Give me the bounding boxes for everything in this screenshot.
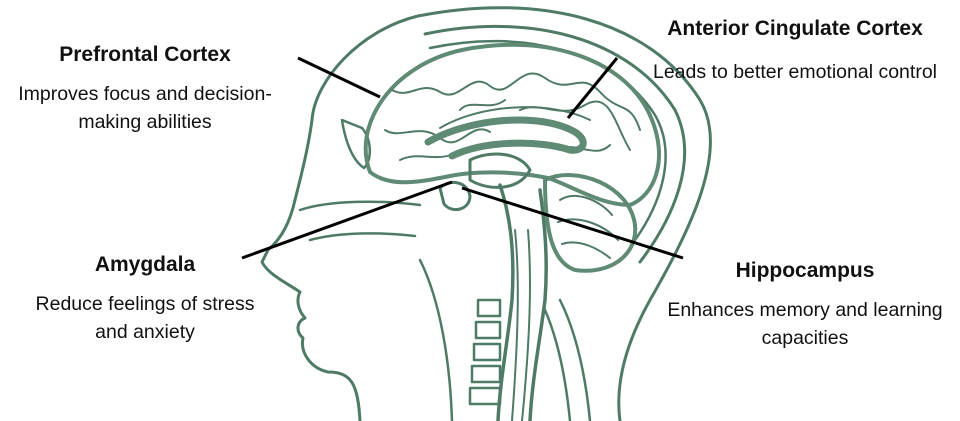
- label-anterior-cingulate-cortex: Anterior Cingulate Cortex Leads to bette…: [630, 16, 960, 86]
- brain-outline: [366, 45, 659, 205]
- corpus-callosum: [428, 120, 583, 156]
- label-hippocampus: Hippocampus Enhances memory and learning…: [660, 258, 950, 352]
- pituitary-region: [440, 182, 470, 209]
- throat: [420, 260, 452, 421]
- neck-back: [545, 300, 590, 421]
- label-title: Amygdala: [30, 252, 260, 278]
- pointer-line-hippocampus: [462, 188, 683, 258]
- label-description: Reduce feelings of stress and anxiety: [30, 290, 260, 346]
- label-amygdala: Amygdala Reduce feelings of stress and a…: [30, 252, 260, 346]
- cervical-vertebrae: [470, 300, 500, 404]
- brainstem: [498, 185, 546, 421]
- label-description: Enhances memory and learning capacities: [660, 296, 950, 352]
- label-description: Leads to better emotional control: [630, 58, 960, 86]
- pointer-line-amygdala: [242, 182, 452, 258]
- label-title: Hippocampus: [660, 258, 950, 284]
- label-title: Prefrontal Cortex: [0, 42, 290, 68]
- label-description: Improves focus and decision-making abili…: [0, 80, 290, 136]
- spinal-canal: [512, 230, 530, 421]
- nasal-cavity: [300, 202, 420, 240]
- label-title: Anterior Cingulate Cortex: [630, 16, 960, 42]
- label-prefrontal-cortex: Prefrontal Cortex Improves focus and dec…: [0, 42, 290, 136]
